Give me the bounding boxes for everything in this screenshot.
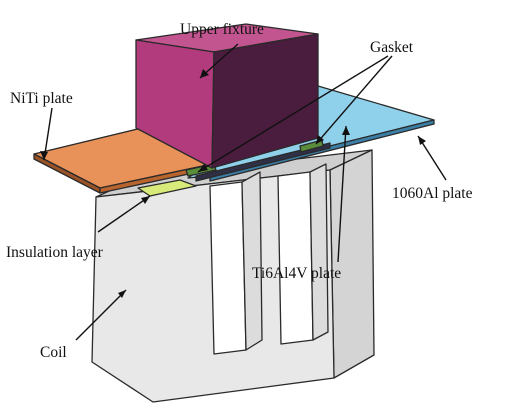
arrow-al-plate bbox=[417, 135, 447, 181]
arrowhead-insulation-layer bbox=[141, 196, 150, 204]
label-al-plate: 1060Al plate bbox=[392, 185, 473, 202]
arrow-insulation-layer bbox=[97, 195, 151, 233]
arrowhead-ti-plate bbox=[342, 126, 350, 135]
label-insulation-layer: Insulation layer bbox=[6, 244, 104, 261]
arrow-ti-plate bbox=[337, 125, 347, 263]
label-upper-fixture: Upper fixture bbox=[180, 21, 264, 38]
coil bbox=[91, 149, 375, 403]
coil-slot-left-inner bbox=[241, 171, 263, 351]
coil-slot-right bbox=[277, 171, 314, 345]
coil-slot-left bbox=[209, 181, 247, 355]
arrowhead-upper-fixture bbox=[200, 69, 209, 78]
arrowhead-al-plate bbox=[418, 136, 426, 145]
arrow-niti-plate bbox=[43, 107, 53, 161]
arrow-gasket-left bbox=[197, 55, 389, 173]
label-coil: Coil bbox=[40, 344, 67, 361]
insulation-layer bbox=[137, 179, 197, 197]
arrow-gasket-right bbox=[315, 55, 393, 145]
coil-side-face bbox=[329, 149, 375, 379]
upper-fixture bbox=[135, 23, 319, 169]
arrowhead-gasket-left bbox=[198, 164, 208, 172]
arrow-coil bbox=[75, 289, 127, 341]
ti-plate bbox=[195, 142, 331, 182]
arrowhead-niti-plate bbox=[40, 151, 48, 160]
label-gasket: Gasket bbox=[370, 39, 414, 56]
coil-slot-right-inner bbox=[309, 163, 329, 341]
annotation-arrows bbox=[40, 43, 447, 341]
arrowhead-gasket-right bbox=[316, 135, 324, 144]
arrowhead-coil bbox=[118, 290, 126, 298]
label-niti-plate: NiTi plate bbox=[10, 90, 73, 107]
label-ti-plate: Ti6Al4V plate bbox=[252, 265, 341, 282]
